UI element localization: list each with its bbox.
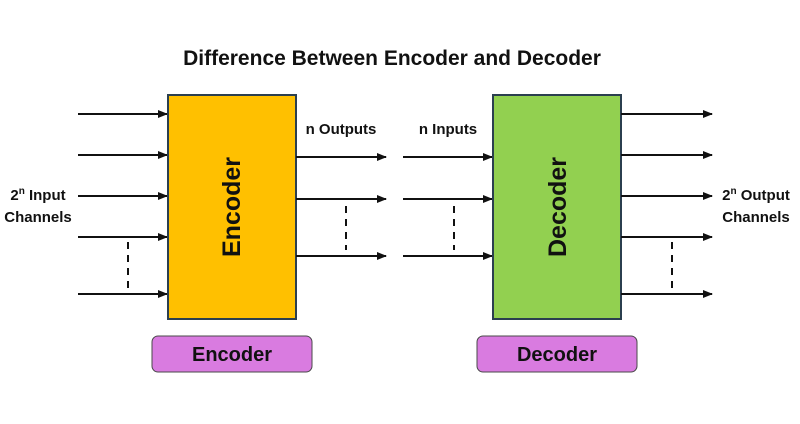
decoder-input-label: n Inputs: [419, 121, 477, 138]
encoder-tag: [151, 335, 313, 373]
encoder-block: [167, 94, 297, 320]
decoder-section: n Inputs Decoder 2n Output Channels Deco…: [403, 94, 790, 373]
encoder-section: 2n Input Channels Encoder n Outputs Enco…: [4, 94, 387, 373]
decoder-tag: [476, 335, 638, 373]
decoder-block-label: Decoder: [544, 157, 572, 257]
encoder-input-label: 2n Input: [10, 186, 65, 204]
encoder-tag-label: Encoder: [192, 344, 272, 366]
encoder-block-label: Encoder: [218, 157, 246, 257]
decoder-block: [492, 94, 622, 320]
decoder-output-label: 2n Output: [722, 186, 790, 204]
encoder-input-label-line2: Channels: [4, 209, 72, 226]
encoder-output-label: n Outputs: [306, 121, 377, 138]
decoder-output-label-line2: Channels: [722, 209, 790, 226]
diagram-title: Difference Between Encoder and Decoder: [183, 47, 601, 70]
decoder-tag-label: Decoder: [517, 344, 597, 366]
